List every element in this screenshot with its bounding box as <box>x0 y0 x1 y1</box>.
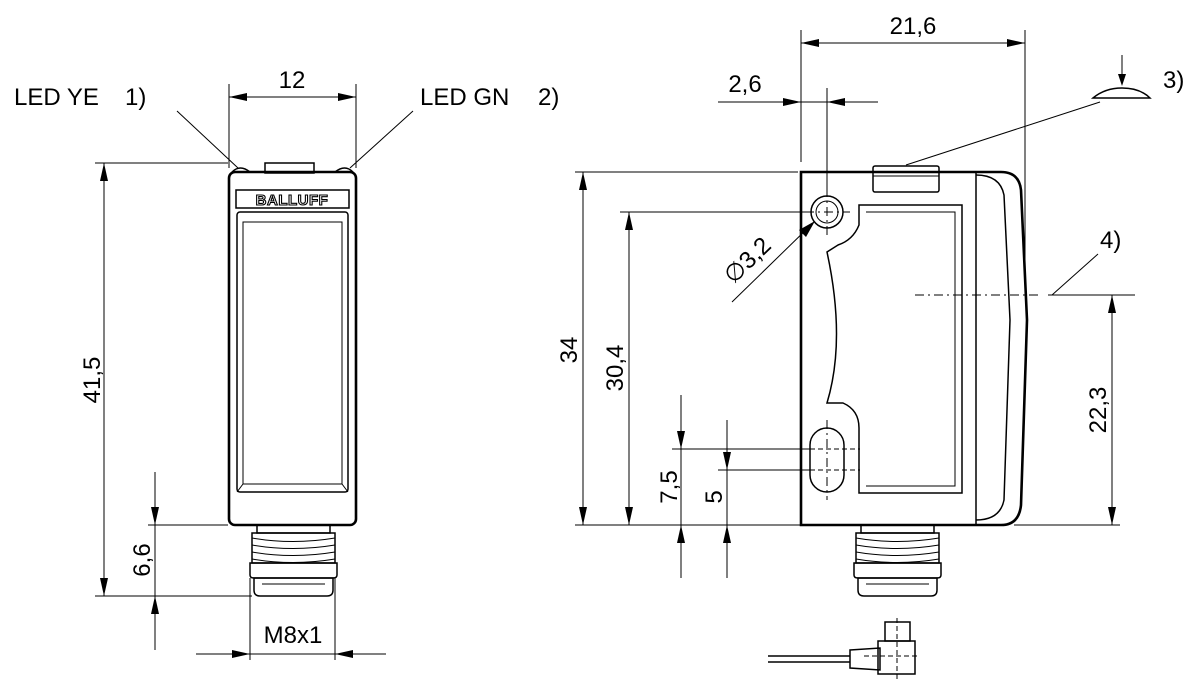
note-led-gn: 2) <box>538 84 559 111</box>
note-3-icon <box>1090 87 1152 99</box>
note-3: 3) <box>1163 67 1184 94</box>
side-housing <box>799 170 1029 527</box>
side-button <box>872 165 940 193</box>
side-view: 21,6 2,6 3) 4) ∅3,2 34 30,4 <box>556 13 1184 680</box>
front-view: BALLUFF 12 LED YE 1) LED GN 2) 41,5 <box>14 67 559 660</box>
front-housing <box>227 170 358 527</box>
dim-optical-axis: 22,3 <box>1085 387 1112 434</box>
front-window-frame <box>236 211 349 493</box>
front-window <box>242 221 343 485</box>
dim-hole-height: 30,4 <box>602 345 629 392</box>
label-led-ye: LED YE <box>14 84 99 111</box>
led-ye-indicator <box>231 167 251 173</box>
angled-cable-connector <box>768 618 920 680</box>
note-led-ye: 1) <box>125 84 146 111</box>
dim-hole-offset: 2,6 <box>728 71 761 98</box>
dim-hole-diameter: ∅3,2 <box>719 232 777 289</box>
dim-thread: M8x1 <box>264 622 323 649</box>
dim-front-height: 41,5 <box>79 357 106 404</box>
dim-total-height: 34 <box>556 337 583 364</box>
dim-slot-upper: 7,5 <box>656 470 683 503</box>
dim-side-width: 21,6 <box>890 13 937 40</box>
side-window <box>825 204 963 494</box>
note-4: 4) <box>1100 227 1121 254</box>
front-connector <box>249 524 338 597</box>
dim-connector-length: 6,6 <box>129 543 156 576</box>
front-button <box>264 162 315 174</box>
led-gn-indicator <box>334 167 354 173</box>
label-led-gn: LED GN <box>420 84 509 111</box>
dim-slot-lower: 5 <box>701 490 728 503</box>
side-connector <box>853 524 942 597</box>
brand-logo-frame <box>235 189 350 209</box>
dim-front-width: 12 <box>279 67 306 94</box>
brand-logo: BALLUFF <box>256 192 329 209</box>
